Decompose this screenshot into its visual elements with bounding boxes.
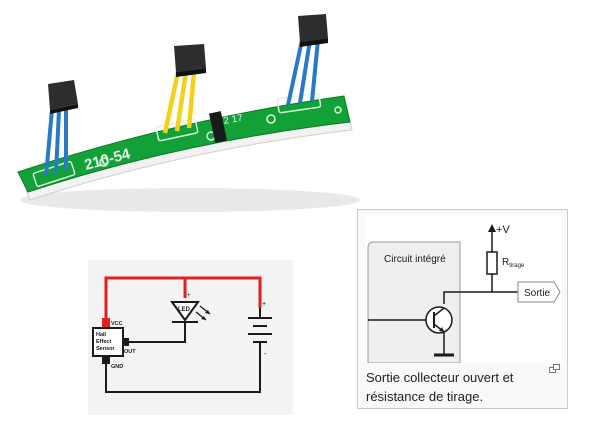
- sensor-label-3: Sensor: [96, 346, 116, 352]
- battery-plus-sign: +: [262, 301, 266, 308]
- supply-arrow: [488, 224, 496, 232]
- battery-symbol: [248, 308, 272, 356]
- sensor-label-2: Effect: [96, 339, 111, 345]
- wire-led-cathode: [128, 322, 186, 343]
- thumbnail-caption: Sortie collecteur ouvert et résistance d…: [366, 370, 514, 404]
- collector-wire: [443, 291, 518, 304]
- vcc-label: VCC: [111, 321, 123, 327]
- npn-transistor: [425, 306, 453, 334]
- output-label: Sortie: [524, 288, 551, 299]
- hall-sensor-right: [286, 14, 328, 106]
- resistor-label: Rtirage: [502, 257, 525, 269]
- pad-outline-center: [155, 118, 199, 142]
- led-label: LED: [178, 307, 191, 313]
- pullup-resistor: [486, 251, 498, 275]
- open-collector-diagram[interactable]: Circuit intégré +V Rtirage Sortie: [366, 216, 562, 363]
- output-tag: [517, 281, 561, 303]
- hall-sensor-led-circuit: + - LED + Hall Effect Sensor VCC OUT GND: [88, 260, 293, 415]
- magnify-clip-icon[interactable]: [549, 364, 560, 373]
- out-label: OUT: [124, 349, 136, 355]
- open-collector-thumbnail: Circuit intégré +V Rtirage Sortie Sortie…: [357, 209, 568, 409]
- sensor-label-1: Hall: [96, 332, 107, 338]
- resistor-strip: [209, 111, 227, 143]
- led-symbol: [170, 301, 211, 323]
- pad-outline-left: [32, 160, 76, 188]
- mount-hole-1: [99, 157, 109, 167]
- led-plus-sign: +: [187, 293, 191, 299]
- hall-sensor-block: [92, 318, 129, 364]
- ic-label: Circuit intégré: [384, 254, 446, 265]
- board-shadow: [20, 188, 360, 212]
- board-silkscreen-small: 2 17: [223, 113, 245, 127]
- supply-label: +V: [496, 224, 510, 236]
- hall-sensor-center: [162, 44, 206, 134]
- battery-minus-sign: -: [264, 349, 267, 358]
- wire-vcc-red: [104, 276, 262, 322]
- hall-sensor-left: [44, 80, 78, 177]
- hall-sensor-board-photo: 210-54 2 17: [17, 14, 360, 212]
- mount-hole-3: [266, 114, 276, 124]
- pad-outline-right: [276, 92, 322, 114]
- mount-hole-4: [334, 106, 342, 114]
- wire-gnd: [105, 356, 261, 393]
- gnd-label: GND: [111, 364, 123, 370]
